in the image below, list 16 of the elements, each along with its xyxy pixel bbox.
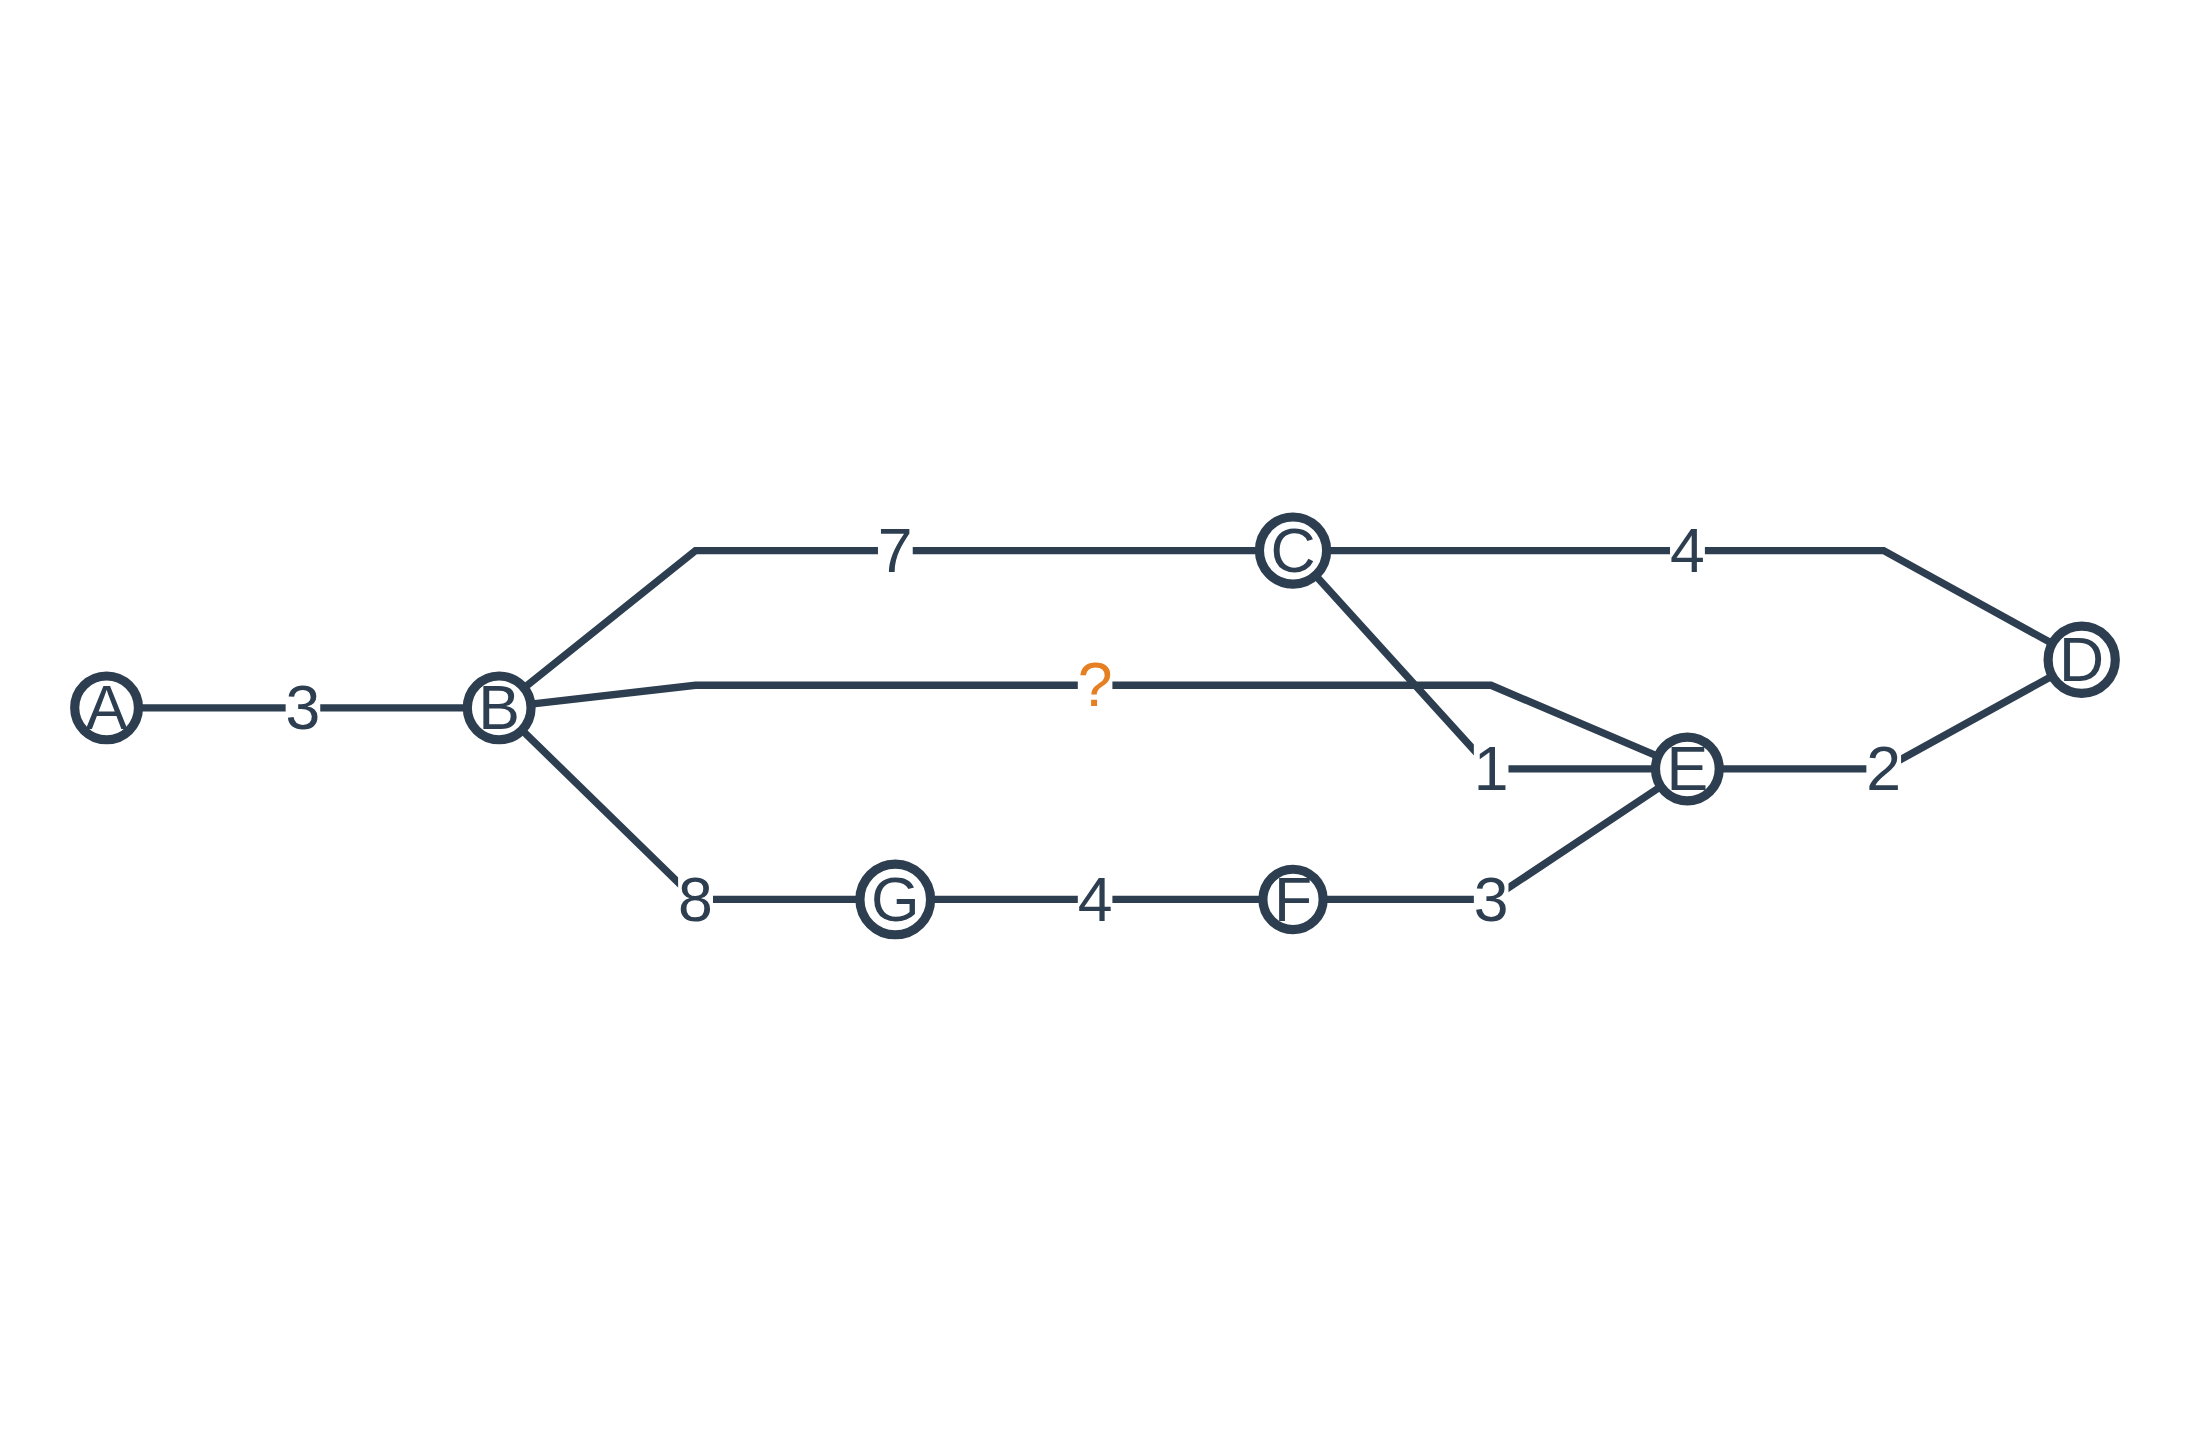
edge-label: 8 bbox=[678, 863, 713, 934]
node-circle: C bbox=[1254, 512, 1332, 589]
node-circle: E bbox=[1650, 732, 1724, 806]
edge-label: ? bbox=[1077, 649, 1113, 720]
node-circle: G bbox=[855, 859, 936, 940]
edge-label: 2 bbox=[1866, 733, 1902, 803]
node-circle: F bbox=[1258, 864, 1328, 935]
edge-label: 4 bbox=[1077, 863, 1113, 934]
edge-label: 7 bbox=[877, 514, 913, 585]
edge-label: 3 bbox=[1473, 863, 1509, 934]
node-circle: A bbox=[70, 671, 144, 745]
edge-label: 3 bbox=[285, 672, 321, 742]
node-circle: D bbox=[2043, 621, 2120, 698]
node-circle: B bbox=[462, 671, 536, 745]
edge-label: 4 bbox=[1669, 514, 1705, 585]
edge-label: 1 bbox=[1473, 733, 1509, 803]
